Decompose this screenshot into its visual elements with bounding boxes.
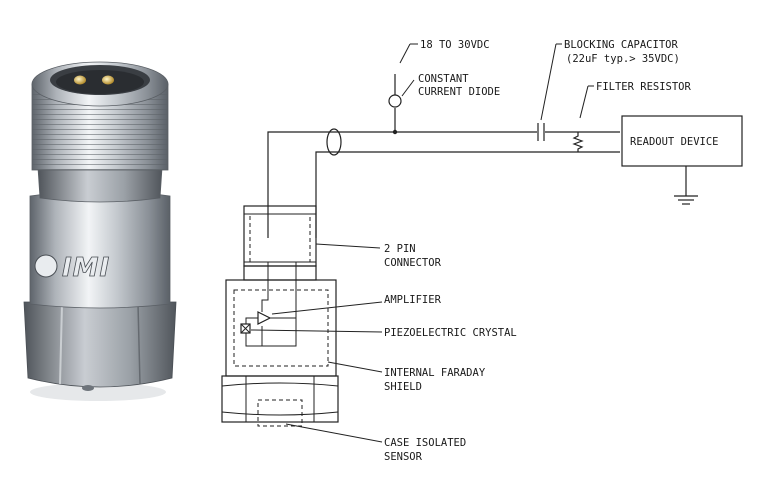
isolated-mount-base bbox=[257, 399, 303, 427]
capacitor-gap bbox=[537, 128, 545, 136]
photo-connector-insert bbox=[56, 70, 144, 94]
diode-leader bbox=[401, 79, 415, 97]
connector-pin-icon bbox=[74, 75, 86, 85]
crystal-label: PIEZOELECTRIC CRYSTAL bbox=[384, 327, 517, 339]
shield-leader bbox=[327, 361, 383, 373]
photo-hex-edge bbox=[59, 303, 63, 385]
amplifier-icon bbox=[257, 311, 272, 325]
connector-leader bbox=[315, 243, 381, 249]
crystal-leader bbox=[250, 329, 383, 333]
amplifier-label: AMPLIFIER bbox=[384, 294, 442, 306]
supply-voltage-label: 18 TO 30VDC bbox=[420, 39, 490, 51]
case-label-line1: CASE ISOLATED bbox=[384, 437, 466, 449]
filter-resistor-icon bbox=[572, 132, 584, 152]
hex-chamfer bbox=[221, 382, 339, 387]
capacitor-leader bbox=[540, 43, 557, 121]
junction-dot bbox=[392, 129, 398, 135]
capacitor-label-line1: BLOCKING CAPACITOR bbox=[564, 39, 678, 51]
case-leader bbox=[285, 423, 383, 443]
hex-chamfer bbox=[221, 411, 339, 416]
connector-label-line2: CONNECTOR bbox=[384, 257, 442, 269]
case-label-line2: SENSOR bbox=[384, 451, 423, 463]
crystal-lead bbox=[245, 333, 262, 347]
piezoelectric-crystal-icon bbox=[240, 323, 251, 334]
signal-wire bbox=[267, 131, 620, 238]
internal-wire bbox=[261, 262, 269, 312]
photo-hex-edge bbox=[137, 303, 141, 385]
cable-shield-icon bbox=[326, 128, 342, 156]
diode-label-line1: CONSTANT bbox=[418, 73, 469, 85]
filter-resistor-label: FILTER RESISTOR bbox=[596, 81, 692, 93]
resistor-leader bbox=[579, 85, 589, 119]
return-wire bbox=[315, 151, 620, 238]
constant-current-diode-icon bbox=[388, 94, 402, 108]
photo-bottom-stud bbox=[82, 385, 94, 391]
readout-device-label: READOUT DEVICE bbox=[630, 136, 719, 148]
internal-wire bbox=[261, 262, 297, 347]
shield-label-line1: INTERNAL FARADAY bbox=[384, 367, 486, 379]
connector-inner bbox=[249, 213, 311, 263]
sensor-photo: IMI bbox=[23, 61, 177, 401]
sensor-body-outline bbox=[225, 279, 337, 377]
diode-label-line2: CURRENT DIODE bbox=[418, 86, 500, 98]
photo-logo-text: IMI bbox=[62, 253, 110, 283]
photo-shadow bbox=[30, 383, 166, 401]
connector-outline bbox=[243, 205, 317, 267]
internal-faraday-shield bbox=[233, 289, 329, 367]
capacitor-label-line2: (22uF typ.> 35VDC) bbox=[566, 53, 680, 65]
amplifier-leader bbox=[271, 301, 383, 315]
crystal-lead bbox=[245, 317, 258, 324]
sensor-hex-base bbox=[221, 375, 339, 423]
photo-hex-base bbox=[23, 301, 177, 388]
connector-label-line1: 2 PIN bbox=[384, 243, 416, 255]
sensor-neck bbox=[243, 265, 317, 281]
connector-pin-icon bbox=[102, 75, 114, 85]
shield-label-line2: SHIELD bbox=[384, 381, 422, 393]
readout-device-box bbox=[621, 115, 743, 167]
photo-neck bbox=[37, 167, 163, 203]
supply-leader bbox=[399, 43, 411, 64]
wiring-schematic: READOUT DEVICE bbox=[221, 39, 743, 463]
photo-body bbox=[29, 190, 171, 309]
logo-mark-icon bbox=[34, 254, 58, 278]
